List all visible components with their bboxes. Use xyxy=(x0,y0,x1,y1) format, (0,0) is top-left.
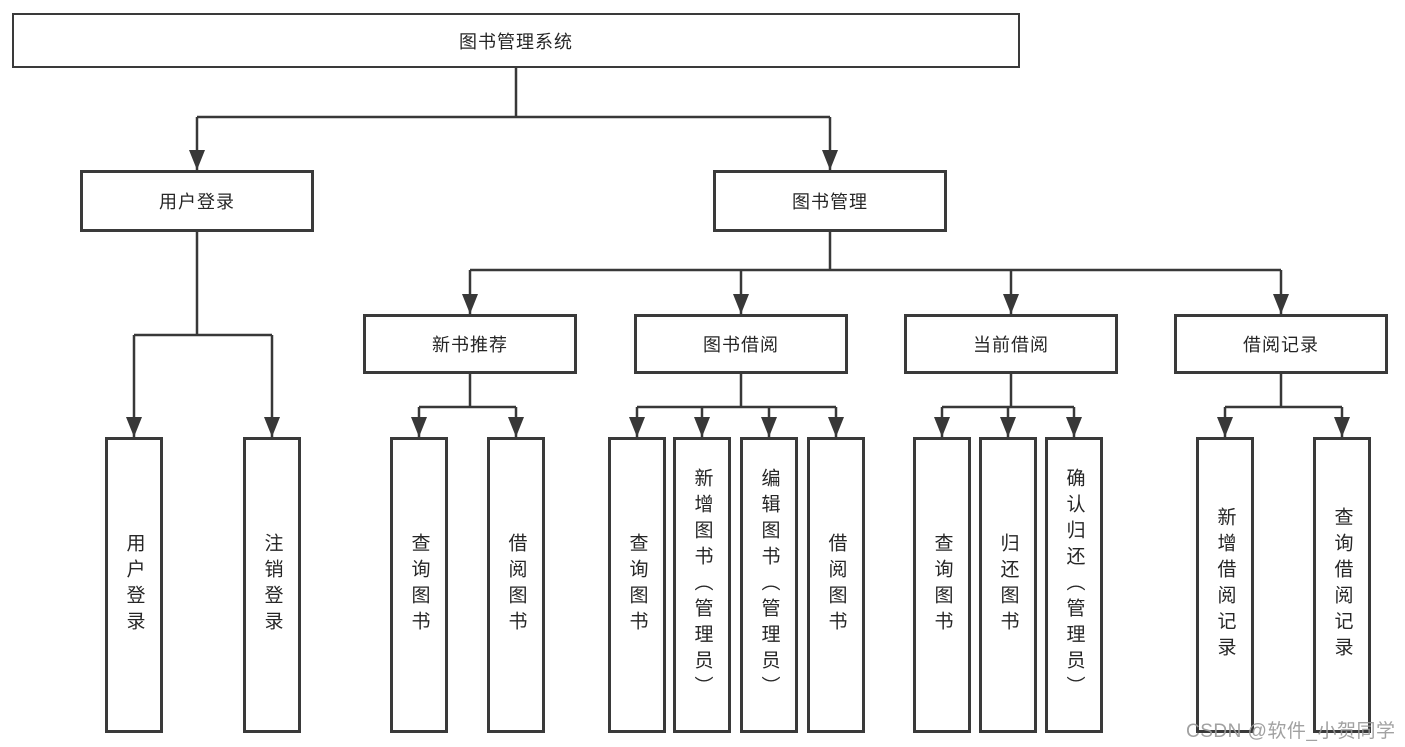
node-label: 图书管理 xyxy=(792,192,868,212)
node-label: 查询图书 xyxy=(931,533,953,637)
node-current-borrow: 当前借阅 xyxy=(904,314,1118,374)
leaf-current-query-books: 查询图书 xyxy=(913,437,971,733)
node-label: 新增借阅记录 xyxy=(1214,507,1236,663)
node-borrow-records: 借阅记录 xyxy=(1174,314,1388,374)
node-new-book-recommend: 新书推荐 xyxy=(363,314,577,374)
node-label: 借阅图书 xyxy=(825,533,847,637)
node-label: 借阅记录 xyxy=(1243,335,1319,355)
connector-current-spine xyxy=(942,374,1074,409)
connector-records-spine xyxy=(1225,374,1342,409)
node-book-management-branch: 图书管理 xyxy=(713,170,947,232)
node-label: 图书管理系统 xyxy=(459,31,573,52)
node-label: 用户登录 xyxy=(159,192,235,212)
leaf-confirm-return-admin: 确认归还（管理员） xyxy=(1045,437,1103,733)
connector-borrow-spine xyxy=(637,374,836,409)
leaf-logout: 注销登录 xyxy=(243,437,301,733)
node-label: 编辑图书（管理员） xyxy=(758,468,780,702)
leaf-recommend-borrow-books: 借阅图书 xyxy=(487,437,545,733)
leaf-add-borrow-record: 新增借阅记录 xyxy=(1196,437,1254,733)
node-label: 注销登录 xyxy=(261,533,283,637)
leaf-user-login: 用户登录 xyxy=(105,437,163,733)
node-label: 确认归还（管理员） xyxy=(1063,468,1085,702)
leaf-query-borrow-record: 查询借阅记录 xyxy=(1313,437,1371,733)
node-system-root: 图书管理系统 xyxy=(12,13,1020,68)
connector-user-login-spine xyxy=(134,232,272,337)
node-label: 新书推荐 xyxy=(432,335,508,355)
leaf-add-books-admin: 新增图书（管理员） xyxy=(673,437,731,733)
connector-book-mgmt-spine xyxy=(470,232,1281,272)
node-label: 用户登录 xyxy=(123,533,145,637)
node-user-login-branch: 用户登录 xyxy=(80,170,314,232)
csdn-watermark: CSDN @软件_小贺同学 xyxy=(1186,721,1396,742)
leaf-recommend-query-books: 查询图书 xyxy=(390,437,448,733)
node-label: 查询借阅记录 xyxy=(1331,507,1353,663)
node-label: 归还图书 xyxy=(997,533,1019,637)
leaf-borrow-books: 借阅图书 xyxy=(807,437,865,733)
node-label: 借阅图书 xyxy=(505,533,527,637)
node-label: 图书借阅 xyxy=(703,335,779,355)
leaf-edit-books-admin: 编辑图书（管理员） xyxy=(740,437,798,733)
leaf-return-books: 归还图书 xyxy=(979,437,1037,733)
connector-root-spine xyxy=(197,68,830,119)
node-label: 查询图书 xyxy=(626,533,648,637)
connector-recommend-spine xyxy=(419,374,516,409)
node-label: 当前借阅 xyxy=(973,335,1049,355)
leaf-borrow-query-books: 查询图书 xyxy=(608,437,666,733)
node-label: 新增图书（管理员） xyxy=(691,468,713,702)
node-label: 查询图书 xyxy=(408,533,430,637)
node-book-borrow: 图书借阅 xyxy=(634,314,848,374)
